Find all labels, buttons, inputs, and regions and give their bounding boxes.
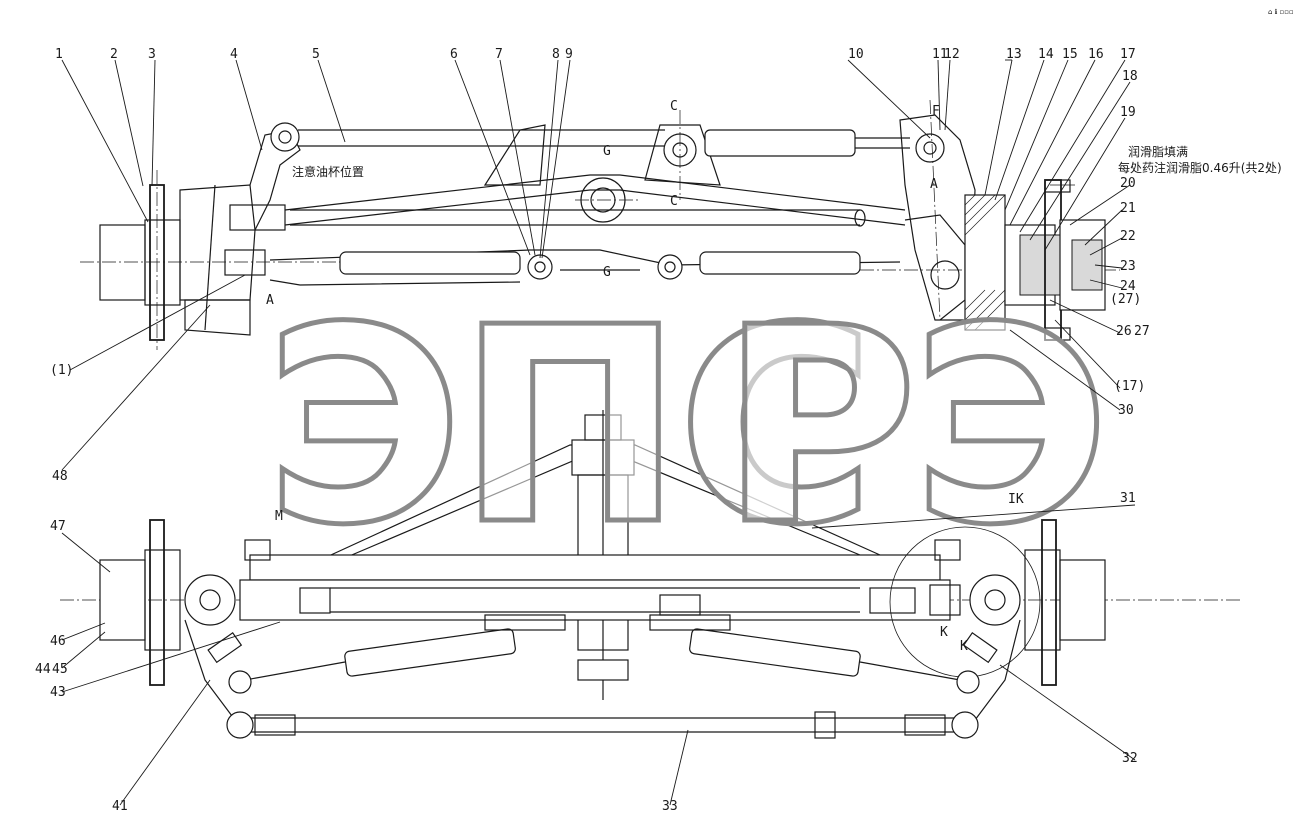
callout-47: 47: [50, 519, 66, 534]
callout-2: 2: [110, 47, 118, 62]
callout-7: 7: [495, 47, 503, 62]
callout-16: 16: [1088, 47, 1104, 62]
callout-31: 31: [1120, 491, 1136, 506]
callouts: 1 2 3 4 5 6 7 8 9 10 11 12 13 14 15 16 1…: [35, 47, 1150, 814]
callout-17-ref: (17): [1114, 379, 1145, 394]
upper-view: [80, 99, 1120, 350]
callout-24: 24: [1120, 279, 1136, 294]
callout-45: 45: [52, 662, 68, 677]
callout-43: 43: [50, 685, 66, 700]
section-mark-g-bottom: G: [603, 265, 611, 280]
section-mark-c-bottom: C: [670, 194, 678, 209]
callout-44: 44: [35, 662, 51, 677]
note-oil-cup: 注意油杯位置: [292, 164, 364, 179]
callout-26: 26: [1116, 324, 1132, 339]
callout-12: 12: [944, 47, 960, 62]
callout-20: 20: [1120, 176, 1136, 191]
callout-27: 27: [1134, 324, 1150, 339]
callout-33: 33: [662, 799, 678, 814]
callout-21: 21: [1120, 201, 1136, 216]
callout-1-ref: (1): [50, 363, 73, 378]
callout-17: 17: [1120, 47, 1136, 62]
section-mark-c-top: C: [670, 99, 678, 114]
callout-4: 4: [230, 47, 238, 62]
callout-8: 8: [552, 47, 560, 62]
callout-11: 11: [932, 47, 948, 62]
callout-48: 48: [52, 469, 68, 484]
callout-22: 22: [1120, 229, 1136, 244]
watermark-text: ЭПС: [265, 269, 869, 584]
callout-6: 6: [450, 47, 458, 62]
annotations: 注意油杯位置 润滑脂填满 每处药注润滑脂0.46升(共2处) C C G G A…: [266, 8, 1294, 654]
note-grease-fill: 润滑脂填满: [1128, 144, 1188, 159]
note-grease-each: 每处药注润滑脂0.46升(共2处): [1118, 160, 1282, 175]
section-mark-f: F: [932, 104, 940, 119]
callout-46: 46: [50, 634, 66, 649]
callout-32: 32: [1122, 751, 1138, 766]
callout-19: 19: [1120, 105, 1136, 120]
section-mark-k-2: K: [960, 639, 968, 654]
callout-30: 30: [1118, 403, 1134, 418]
callout-13: 13: [1006, 47, 1022, 62]
section-mark-ik: IK: [1008, 492, 1024, 507]
leader-lines: [61, 59, 1136, 806]
watermark-text-partial: РЭ: [720, 269, 1104, 584]
corner-mark: ⌂ ℹ ▫▫▫: [1268, 8, 1294, 16]
section-mark-a-right: A: [930, 177, 938, 192]
callout-9: 9: [565, 47, 573, 62]
callout-18: 18: [1122, 69, 1138, 84]
callout-14: 14: [1038, 47, 1054, 62]
section-mark-g-top: G: [603, 144, 611, 159]
callout-15: 15: [1062, 47, 1078, 62]
callout-41: 41: [112, 799, 128, 814]
lower-view: [60, 410, 1240, 739]
callout-1: 1: [55, 47, 63, 62]
callout-5: 5: [312, 47, 320, 62]
callout-23: 23: [1120, 259, 1136, 274]
watermark: ЭПС РЭ: [263, 267, 1113, 587]
callout-3: 3: [148, 47, 156, 62]
section-mark-k: K: [940, 625, 948, 640]
section-mark-a: A: [266, 293, 274, 308]
callout-10: 10: [848, 47, 864, 62]
section-mark-m: M: [275, 509, 283, 524]
callout-27-ref: (27): [1110, 292, 1141, 307]
